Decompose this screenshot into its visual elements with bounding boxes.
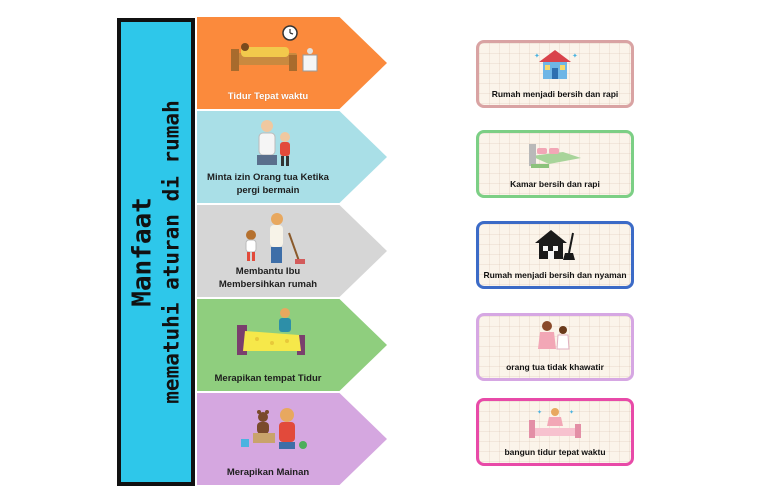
svg-text:✦: ✦ <box>534 52 540 60</box>
rule-label: Merapikan Mainan <box>226 467 310 478</box>
rule-arrow-make-bed: Merapikan tempat Tidur <box>197 299 387 391</box>
benefit-label: orang tua tidak khawatir <box>506 362 604 372</box>
benefit-card-clean-house: ✦ ✦ Rumah menjadi bersih dan rapi <box>476 40 634 108</box>
rule-arrow-ask-permission: Minta izin Orang tua Ketika pergi bermai… <box>197 111 387 203</box>
svg-text:✦: ✦ <box>537 409 542 416</box>
benefit-label: Rumah menjadi bersih dan nyaman <box>483 270 627 280</box>
tidy-bed-icon <box>529 144 581 168</box>
benefit-label: bangun tidur tepat waktu <box>504 447 606 457</box>
benefit-label: Kamar bersih dan rapi <box>510 179 600 189</box>
benefit-card-parents-not-worried: orang tua tidak khawatir <box>476 313 634 381</box>
title-line-1: Manfaat <box>127 197 158 307</box>
title-line-2: mematuhi aturan di rumah <box>159 100 184 404</box>
rule-label: Merapikan tempat Tidur <box>214 373 322 384</box>
diagram-title: Manfaat mematuhi aturan di rumah <box>127 100 186 403</box>
benefit-card-tidy-room: Kamar bersih dan rapi <box>476 130 634 198</box>
rule-arrow-sleep-on-time: Tidur Tepat waktu <box>197 17 387 109</box>
rule-arrow-tidy-toys: Merapikan Mainan <box>197 393 387 485</box>
rule-arrow-help-mother-clean: Membantu Ibu Membersihkan rumah <box>197 205 387 297</box>
rule-label: Membantu Ibu Membersihkan rumah <box>218 266 318 290</box>
clean-house-icon: ✦ ✦ <box>534 50 578 79</box>
rule-label: Tidur Tepat waktu <box>227 91 309 102</box>
toys-icon <box>241 408 307 449</box>
parent-child-icon <box>257 120 290 166</box>
cleaning-mother-icon <box>245 213 305 264</box>
svg-text:✦: ✦ <box>572 52 578 60</box>
rule-label: Minta izin Orang tua Ketika pergi bermai… <box>207 172 329 196</box>
benefit-label: Rumah menjadi bersih dan rapi <box>491 89 619 99</box>
mother-daughter-icon <box>538 321 570 350</box>
wake-up-icon: ✦ ✦ <box>529 408 581 438</box>
benefit-card-comfortable-house: Rumah menjadi bersih dan nyaman <box>476 221 634 289</box>
benefit-card-wake-on-time: ✦ ✦ bangun tidur tepat waktu <box>476 398 634 466</box>
house-broom-icon <box>535 230 575 260</box>
title-panel: Manfaat mematuhi aturan di rumah <box>117 18 195 486</box>
making-bed-icon <box>237 308 305 355</box>
svg-text:✦: ✦ <box>569 409 574 416</box>
bed-clock-icon <box>231 25 318 72</box>
